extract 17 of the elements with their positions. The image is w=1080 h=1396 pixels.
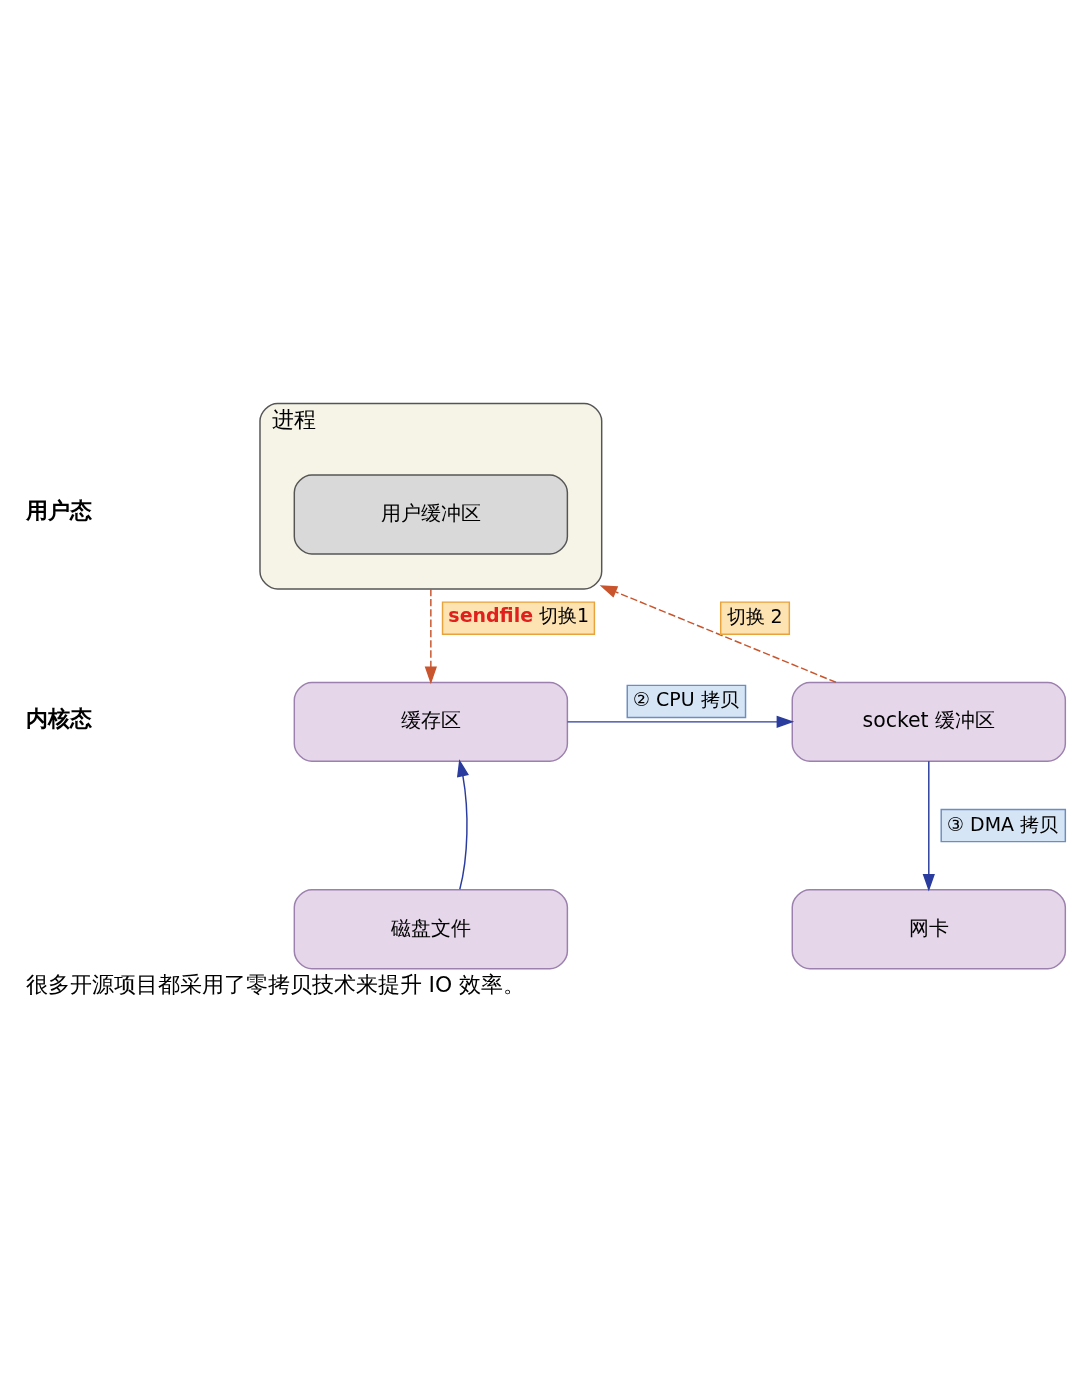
node-box: 用户缓冲区: [293, 473, 569, 555]
arrow: [457, 758, 469, 890]
arrow: [922, 760, 935, 891]
caption: 很多开源项目都采用了零拷贝技术来提升 IO 效率。: [25, 971, 526, 997]
label: 用户态: [26, 497, 93, 523]
arrow: [599, 584, 837, 683]
node-box: 缓存区: [293, 681, 569, 762]
node-box: socket 缓冲区: [791, 681, 1067, 762]
edge-label: ② CPU 拷贝: [633, 687, 739, 710]
node-box: 网卡: [791, 888, 1067, 969]
edge-label: sendfile 切换1: [448, 603, 590, 626]
edge-label: ③ DMA 拷贝: [947, 812, 1059, 835]
arrow: [424, 587, 437, 684]
label: 内核态: [26, 705, 93, 731]
edge-label: 切换 2: [726, 604, 783, 627]
node-box: 磁盘文件: [293, 888, 569, 969]
arrow: [566, 715, 795, 728]
